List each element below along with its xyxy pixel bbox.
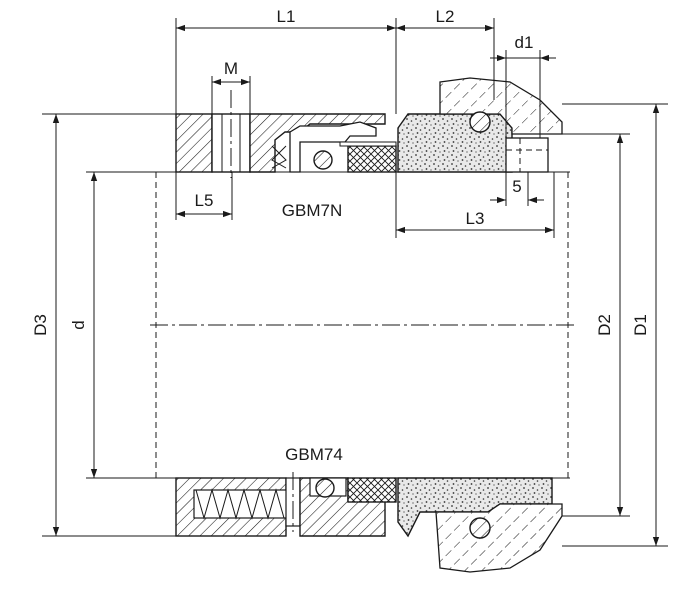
rotating-face-ring — [347, 145, 397, 173]
model-label-bottom: GBM74 — [285, 445, 343, 464]
stationary-seat — [397, 113, 513, 173]
label-L2: L2 — [436, 7, 455, 26]
label-L3: L3 — [466, 209, 485, 228]
label-M: M — [224, 59, 238, 78]
label-L1: L1 — [277, 7, 296, 26]
bottom-face-ring — [347, 477, 397, 503]
pin-slot — [505, 137, 549, 173]
model-labels: GBM7N GBM74 — [282, 201, 343, 464]
coil-spring-icon — [195, 488, 285, 520]
dimension-lines — [42, 18, 668, 547]
label-D2: D2 — [595, 314, 614, 336]
bottom-seal-section — [175, 472, 563, 573]
seat-o-ring-icon — [469, 111, 491, 133]
label-D1: D1 — [631, 314, 650, 336]
bottom-seat-o-ring-icon — [469, 517, 491, 539]
label-L5: L5 — [195, 191, 214, 210]
label-D3: D3 — [31, 314, 50, 336]
label-d1: d1 — [515, 33, 534, 52]
bottom-o-ring-icon — [315, 478, 335, 498]
label-d: d — [69, 320, 88, 329]
o-ring-icon — [313, 150, 333, 170]
ring-holder — [289, 121, 377, 173]
top-collar-left — [175, 113, 213, 173]
model-label-top: GBM7N — [282, 201, 342, 220]
label-5: 5 — [512, 177, 521, 196]
top-seal-section — [175, 77, 563, 178]
dimension-labels: L1 L2 d1 M L5 L3 5 D3 d D2 D1 — [31, 7, 650, 336]
bottom-gland-plate — [435, 503, 563, 573]
wave-spring-icon — [271, 145, 287, 169]
